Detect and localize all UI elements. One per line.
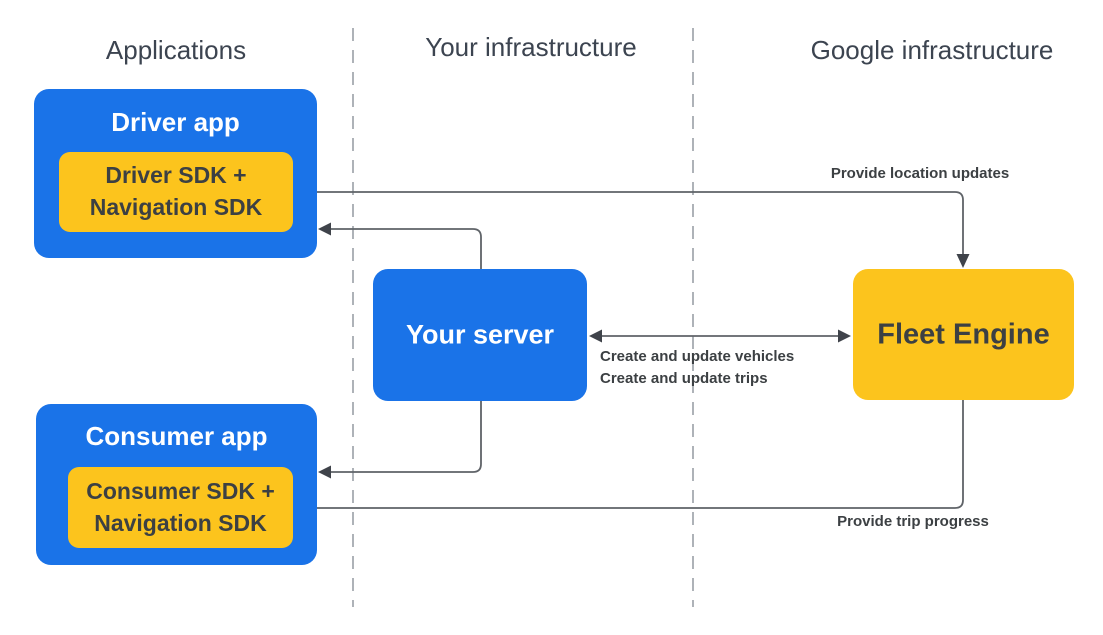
your-server-title: Your server (405, 319, 555, 350)
connector-line (331, 228, 482, 269)
connector-provide-trip-progress (294, 400, 964, 515)
column-header-applications: Applications (105, 35, 247, 65)
fleet-engine-title: Fleet Engine (877, 318, 1050, 350)
arrowhead-left-icon (318, 222, 331, 236)
connector-server-fleet-bidirectional (589, 329, 851, 343)
consumer-sdk-label-line2: Navigation SDK (94, 509, 267, 536)
driver-app-node: Driver app Driver SDK + Navigation SDK (34, 89, 317, 258)
consumer-sdk-node: Consumer SDK + Navigation SDK (68, 467, 293, 548)
your-server-node: Your server (373, 269, 587, 401)
driver-sdk-label-line1: Driver SDK + (105, 162, 247, 189)
consumer-sdk-label: Consumer SDK + Navigation SDK (86, 476, 275, 539)
connector-line (293, 191, 964, 255)
column-header-your-infrastructure: Your infrastructure (425, 32, 637, 62)
edge-label-provide-trip-progress: Provide trip progress (837, 513, 989, 530)
consumer-app-node: Consumer app Consumer SDK + Navigation S… (36, 404, 317, 565)
connector-server-to-driver-app (318, 222, 482, 269)
edge-label-provide-location-updates: Provide location updates (830, 165, 1010, 182)
consumer-sdk-label-line1: Consumer SDK + (86, 477, 275, 504)
arrowhead-down-icon (956, 254, 970, 268)
arrowhead-right-icon (838, 329, 851, 343)
driver-sdk-label-line2: Navigation SDK (89, 194, 263, 220)
connector-line (307, 400, 964, 509)
fleet-engine-node: Fleet Engine (853, 269, 1074, 400)
arrowhead-left-icon (318, 465, 331, 479)
driver-app-title: Driver app (111, 107, 240, 137)
edge-label-create-update-vehicles: Create and update vehicles (600, 348, 795, 365)
driver-sdk-node: Driver SDK + Navigation SDK (59, 152, 293, 232)
connector-line (331, 401, 482, 473)
connector-provide-location-updates (293, 191, 970, 268)
driver-sdk-label: Driver SDK + Navigation SDK (90, 160, 263, 223)
arrowhead-left-icon (589, 329, 602, 343)
column-header-google-infrastructure: Google infrastructure (810, 35, 1054, 65)
consumer-app-title: Consumer app (85, 421, 268, 451)
connector-server-to-consumer-app (318, 401, 482, 479)
edge-label-create-update-trips: Create and update trips (600, 370, 768, 387)
